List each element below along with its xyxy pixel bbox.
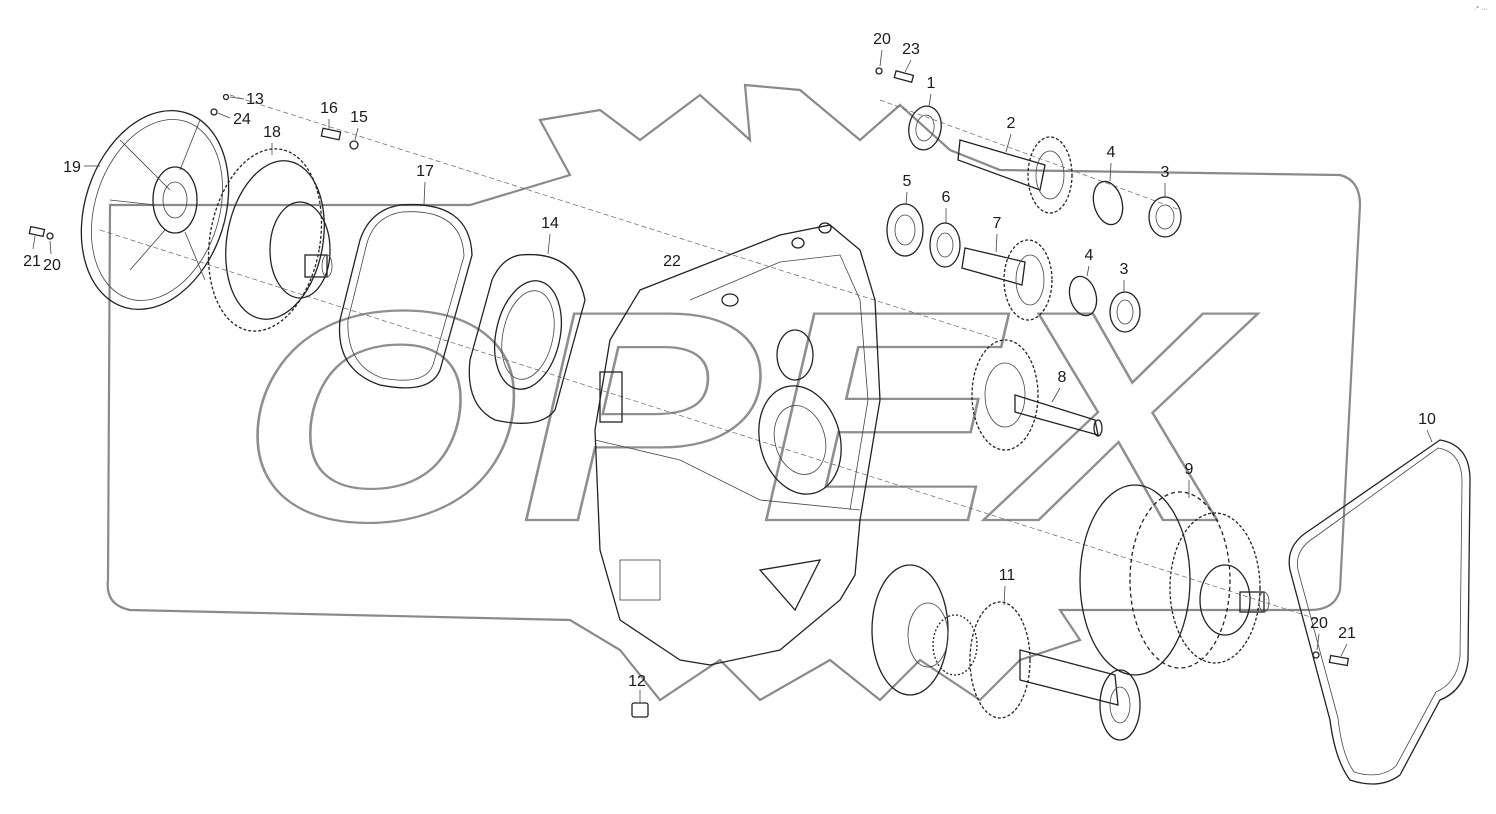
part-19-rear-cover (80, 109, 230, 311)
callout-19: 19 (63, 159, 81, 176)
callout-6: 6 (942, 189, 951, 206)
part-9-clutch-pack (1079, 484, 1270, 676)
axis-line-top (879, 99, 1181, 211)
part-24-pin (210, 108, 218, 116)
part-20-washer-top (875, 67, 883, 75)
part-20-washer-right (1312, 651, 1320, 659)
part-6-bearing (929, 222, 961, 268)
callout-7: 7 (993, 215, 1002, 232)
leader-14 (547, 233, 551, 255)
assembly-axes (99, 94, 1321, 621)
part-3-bearing-upper (1148, 196, 1182, 238)
part-3-bearing-lower (1109, 291, 1141, 333)
leader-20-top (879, 49, 883, 67)
callout-21-left: 21 (23, 253, 41, 270)
callout-18: 18 (263, 124, 281, 141)
part-4-snap-ring-upper (1092, 180, 1124, 226)
leader-24 (217, 112, 231, 119)
leader-4-upper (1109, 162, 1112, 182)
small-hardware-right (1312, 651, 1350, 667)
part-21-bolt-left (28, 225, 46, 238)
part-15-nut (349, 140, 359, 150)
part-21-bolt-right (1328, 654, 1350, 667)
part-11-countershaft (871, 564, 1141, 741)
leader-2 (1005, 133, 1012, 153)
watermark-gear-outline (106, 83, 1362, 702)
callout-24: 24 (233, 111, 251, 128)
watermark: OPEX (106, 83, 1362, 702)
watermark-text: OPEX (240, 248, 1259, 584)
callout-labels: 20 23 1 2 4 3 5 6 7 4 3 8 13 24 18 16 15… (23, 31, 1436, 690)
callout-11: 11 (999, 567, 1016, 584)
callout-23: 23 (902, 41, 920, 58)
small-hardware-left (28, 93, 359, 240)
part-23-bolt (893, 69, 915, 83)
axis-line-upper (229, 94, 1001, 341)
callout-21-right: 21 (1338, 625, 1356, 642)
part-2-input-shaft-gear (957, 136, 1073, 214)
leader-1 (928, 93, 932, 107)
upper-ring-bearing (1092, 180, 1182, 238)
leader-4-lower (1086, 265, 1090, 277)
callout-20-right: 20 (1310, 615, 1328, 632)
callout-15: 15 (350, 109, 368, 126)
callout-4-lower: 4 (1085, 247, 1094, 264)
part-5-seal (886, 203, 924, 257)
part-4-snap-ring-lower (1068, 275, 1098, 317)
callout-12: 12 (628, 673, 646, 690)
callout-16: 16 (320, 100, 338, 117)
callout-2: 2 (1007, 115, 1016, 132)
leader-20-left (49, 240, 52, 255)
callout-22: 22 (663, 253, 681, 270)
part-22-housing (594, 222, 881, 666)
part-16-bolt (320, 127, 342, 141)
leader-23 (904, 59, 912, 73)
part-13-washer (222, 93, 230, 101)
leader-5 (905, 191, 908, 205)
leader-21-right (1340, 643, 1348, 657)
part-17-gasket (338, 203, 473, 389)
callout-20-left: 20 (43, 257, 61, 274)
part-14-flange-cover (468, 253, 586, 424)
part-10-pan-gasket (1288, 439, 1471, 785)
callout-9: 9 (1185, 461, 1194, 478)
part-18-gear-assembly (207, 148, 333, 332)
leader-13 (229, 96, 245, 100)
leader-15 (354, 127, 359, 141)
corner-mark: ·° ··· (1473, 6, 1488, 13)
callout-5: 5 (903, 173, 912, 190)
leader-11 (1003, 585, 1006, 606)
callout-17: 17 (416, 163, 434, 180)
leader-8 (1051, 387, 1061, 403)
callout-8: 8 (1058, 369, 1067, 386)
callout-14: 14 (541, 215, 559, 232)
seals-5-6 (886, 203, 961, 268)
part-7-shaft-gear (961, 239, 1053, 321)
callout-1: 1 (927, 75, 936, 92)
callout-10: 10 (1418, 411, 1436, 428)
small-hardware-top (875, 67, 915, 83)
lower-ring-bearing (1068, 275, 1141, 333)
callout-4-upper: 4 (1107, 144, 1116, 161)
callout-3-lower: 3 (1120, 261, 1129, 278)
callout-3-upper: 3 (1161, 164, 1170, 181)
part-8-output-shaft-gear (971, 339, 1103, 451)
leader-7 (995, 233, 998, 253)
part-20-washer-left (46, 232, 54, 240)
part-1-seal (908, 105, 942, 151)
leader-20-right (1316, 633, 1320, 651)
leader-10 (1426, 429, 1433, 443)
leader-21-left (32, 235, 36, 250)
callout-20-top: 20 (873, 31, 891, 48)
axis-line-main (99, 229, 1321, 621)
callout-13: 13 (246, 91, 264, 108)
part-12-drain-plug (631, 690, 649, 718)
leader-17 (423, 181, 426, 205)
